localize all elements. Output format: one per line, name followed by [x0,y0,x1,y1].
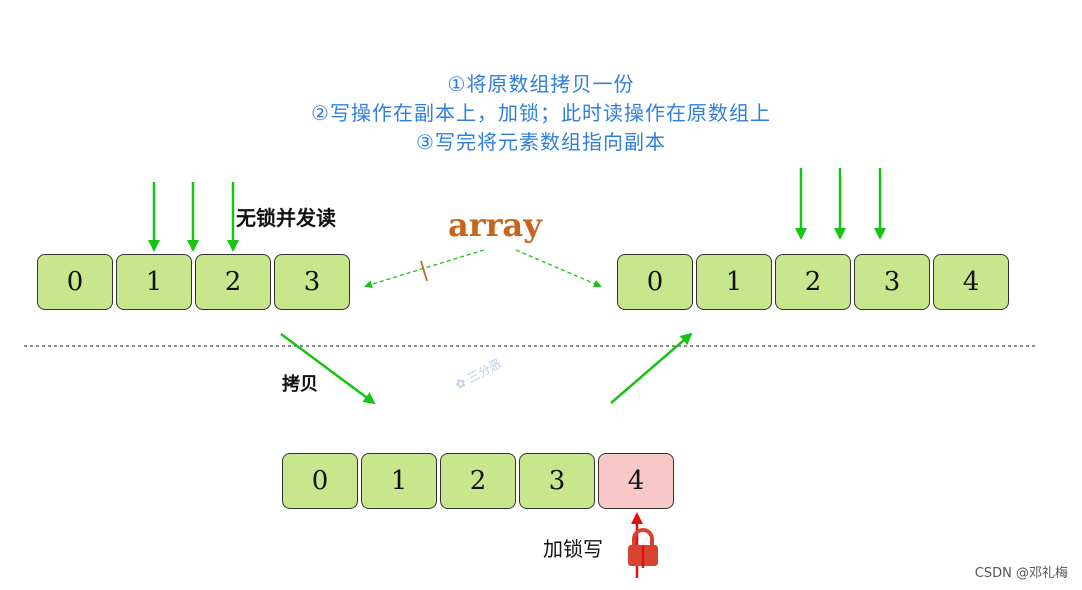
array-cell: 1 [696,254,772,310]
lock-free-read-label: 无锁并发读 [236,206,336,230]
switch-reference-arrow [610,332,693,404]
array-cell: 2 [775,254,851,310]
array-label: array [448,206,542,244]
array-cell: 0 [617,254,693,310]
original-array: 0 1 2 3 [37,254,353,310]
array-ref-old-arrow [364,249,485,289]
credit-text: CSDN @邓礼梅 [974,566,1068,581]
array-cell: 3 [854,254,930,310]
array-cell: 3 [274,254,350,310]
array-cell: 2 [195,254,271,310]
array-cell: 2 [440,453,516,509]
array-cell: 0 [37,254,113,310]
locked-array-cell: 4 [598,453,674,509]
step-1: ①将原数组拷贝一份 [447,72,635,96]
copy-array: 0 1 2 3 4 [282,453,677,509]
step-3: ③写完将元素数组指向副本 [416,130,666,154]
lock-icon [628,528,658,568]
lock-write-label: 加锁写 [543,537,603,561]
step-2: ②写操作在副本上，加锁；此时读操作在原数组上 [311,101,771,125]
array-ref-cut-mark [420,260,428,282]
array-cell: 4 [933,254,1009,310]
copy-arrow [280,332,376,405]
step-description: ①将原数组拷贝一份 ②写操作在副本上，加锁；此时读操作在原数组上 ③写完将元素数… [0,70,1082,157]
array-cell: 1 [116,254,192,310]
copy-label: 拷贝 [282,374,318,395]
array-cell: 3 [519,453,595,509]
array-cell: 1 [361,453,437,509]
array-cell: 0 [282,453,358,509]
updated-array: 0 1 2 3 4 [617,254,1012,310]
array-ref-new-arrow [515,249,602,288]
